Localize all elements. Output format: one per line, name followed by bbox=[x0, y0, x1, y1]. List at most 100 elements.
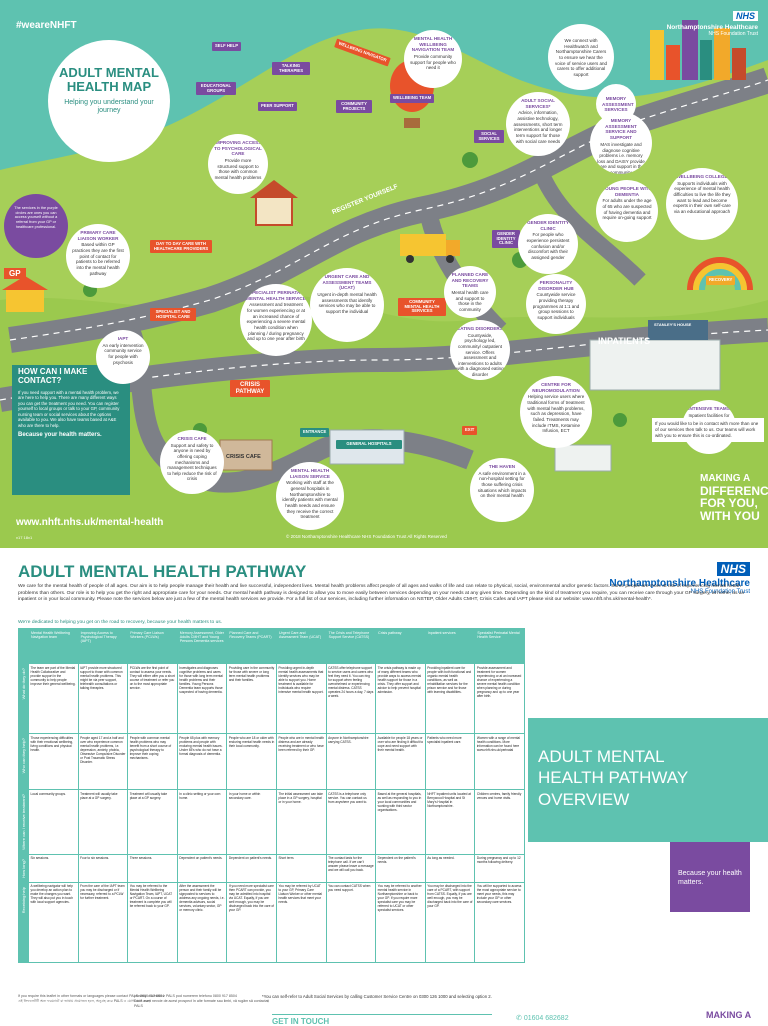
row-header: Where can I receive treatment? bbox=[18, 789, 29, 855]
contact-text: If you need support with a mental health… bbox=[18, 389, 120, 429]
community-projects-sign: COMMUNITY PROJECTS bbox=[336, 100, 372, 114]
column-header: The Crisis and Telephone Support Service… bbox=[325, 628, 377, 664]
making-a-footer: MAKING A bbox=[706, 1010, 752, 1020]
overview-title: ADULT MENTAL HEALTH PATHWAY OVERVIEW bbox=[538, 747, 688, 809]
specialist-care-sign: SPECIALIST AND HOSPITAL CARE bbox=[150, 308, 196, 322]
column-header: Urgent Care and Assessment Team (UCAT) bbox=[275, 628, 327, 664]
table-cell: Providing inpatient care for people with… bbox=[424, 663, 476, 734]
contact-title: HOW CAN I MAKE CONTACT? bbox=[18, 367, 88, 385]
row-header-label: Where can I receive treatment? bbox=[21, 794, 26, 850]
table-cell: CATSS is a telephone only service. You c… bbox=[325, 789, 377, 855]
day-to-day-care-sign: DAY TO DAY CARE WITH HEALTHCARE PROVIDER… bbox=[150, 240, 212, 254]
self-refer-note: *You can self-refer to Adult Social Serv… bbox=[262, 994, 492, 999]
table-cell: During pregnancy and up to 12 months fol… bbox=[474, 853, 525, 883]
table-cell: The contact lasts for the telephone call… bbox=[325, 853, 377, 883]
table-cell: IAPT provide more structured support to … bbox=[77, 663, 129, 734]
table-cell: The initial assessment can take place in… bbox=[275, 789, 327, 855]
column-header: Planned Care and Recovery Teams (PCART) bbox=[226, 628, 277, 664]
language-note: prosimy o kontakt z PALS pod numerem tel… bbox=[134, 994, 237, 998]
footer-languages: If you require this leaflet in other for… bbox=[18, 994, 268, 1004]
phone-text: 01604 682682 bbox=[523, 1015, 569, 1022]
org-subtitle: NHS Foundation Trust bbox=[708, 31, 758, 37]
table-cell: In your home or within secondary care. bbox=[226, 789, 277, 855]
phone-number[interactable]: ✆ 01604 682682 bbox=[516, 1014, 569, 1022]
copyright: © 2018 Northamptonshire Healthcare NHS F… bbox=[286, 534, 447, 539]
table-cell: The team are part of the Mental Health C… bbox=[28, 663, 79, 734]
table-cell: CATSS offer telephone support to service… bbox=[325, 663, 377, 734]
nhs-logo: NHS Northamptonshire Healthcare NHS Foun… bbox=[578, 560, 750, 595]
service-circle: URGENT CARE AND ASSESSMENT TEAMS (UCAT)U… bbox=[310, 268, 384, 342]
table-cell: From the care of the IAPT team you may b… bbox=[77, 881, 129, 963]
table-cell: People 65 plus with memory problems and … bbox=[176, 733, 228, 790]
table-cell: Treatment will usually take place at a G… bbox=[77, 789, 129, 855]
table-cell: You may be referred to the Mental Health… bbox=[127, 881, 178, 963]
educational-groups-sign: EDUCATIONAL GROUPS bbox=[196, 82, 236, 96]
map-title-line2: HEALTH MAP bbox=[66, 79, 152, 95]
gender-identity-clinic-sign: GENDER IDENTITY CLINIC bbox=[492, 230, 520, 248]
table-row: Where can I receive treatment?Local comm… bbox=[18, 789, 525, 855]
table-cell: You may be referred by UCAT to your GP, … bbox=[275, 881, 327, 963]
table-cell: People with common mental health problem… bbox=[127, 733, 178, 790]
pathway-intro: We care for the mental health of people … bbox=[18, 584, 745, 603]
map-title-line1: ADULT MENTAL bbox=[59, 65, 159, 80]
table-cell: Investigates and diagnoses cognitive pro… bbox=[176, 663, 228, 734]
inpatients-label: INPATIENTS bbox=[598, 336, 651, 346]
entrance-sign: ENTRANCE bbox=[300, 428, 330, 437]
pathway-intro-accent: We're dedicated to helping you get on th… bbox=[18, 620, 223, 625]
contact-box: HOW CAN I MAKE CONTACT? If you need supp… bbox=[18, 367, 124, 438]
column-header: Mental Health Wellbeing Navigation team bbox=[28, 628, 79, 664]
table-cell: After the assessment the person and thei… bbox=[176, 881, 228, 963]
table-cell: Patients who need more specialist inpati… bbox=[424, 733, 476, 790]
service-circle: SPECIALIST PERINATAL MENTAL HEALTH SERVI… bbox=[240, 284, 312, 356]
table-cell: A wellbeing navigator will help you deve… bbox=[28, 881, 79, 963]
row-header: How long? bbox=[18, 853, 29, 883]
exit-sign: EXIT bbox=[462, 426, 478, 435]
mental-health-url[interactable]: www.nhft.nhs.uk/mental-health bbox=[16, 517, 164, 528]
general-hospitals-sign: GENERAL HOSPITALS bbox=[336, 440, 402, 449]
nhs-badge: NHS bbox=[732, 11, 758, 21]
overview-badge: Because your health matters. bbox=[670, 842, 750, 912]
table-cell: Local community groups. bbox=[28, 789, 79, 855]
table-cell: NHFT inpatient units located at Berrywoo… bbox=[424, 789, 476, 855]
column-header: Primary Care Liaison Workers (PCLWs) bbox=[127, 628, 178, 664]
table-cell: Based at the general hospitals, as well … bbox=[375, 789, 426, 855]
social-services-sign: SOCIAL SERVICES bbox=[474, 130, 504, 144]
table-cell: People who are 18 or older with enduring… bbox=[226, 733, 277, 790]
table-cell: Available for people 18 years or over wh… bbox=[375, 733, 426, 790]
table-cell: Short term. bbox=[275, 853, 327, 883]
org-subtitle: NHS Foundation Trust bbox=[690, 589, 750, 595]
column-header: Memory Assessment, Older Adults CMHT and… bbox=[176, 628, 228, 664]
table-cell: Treatment will usually take place at a G… bbox=[127, 789, 178, 855]
table-cell: You will be supported to access the most… bbox=[474, 881, 525, 963]
table-cell: You may be discharged into the care of a… bbox=[424, 881, 476, 963]
slogan-line: MAKING A bbox=[700, 473, 751, 484]
column-header: Improving Access to Psychological Therap… bbox=[77, 628, 129, 664]
row-header: Receiving help bbox=[18, 881, 29, 963]
nhs-badge: NHS bbox=[716, 562, 750, 576]
service-circle: ADULT SOCIAL SERVICES*Advice, informatio… bbox=[506, 92, 570, 156]
row-header-label: What do they do? bbox=[21, 668, 26, 700]
wellbeing-team-sign: WELLBEING TEAM bbox=[390, 94, 435, 103]
column-header: Crisis pathway bbox=[375, 628, 426, 664]
crisis-pathway-sign: CRISIS PATHWAY bbox=[230, 380, 270, 398]
table-cell: You may be referred to another mental he… bbox=[375, 881, 426, 963]
version-code: v17 18v1 bbox=[16, 535, 33, 540]
org-name: Northamptonshire Healthcare bbox=[666, 24, 758, 31]
peer-support-sign: PEER SUPPORT bbox=[258, 102, 297, 111]
contact-strong: Because your health matters. bbox=[18, 431, 102, 438]
purple-intro: The services in the purple circles are o… bbox=[4, 194, 68, 258]
table-row: What do they do?The team are part of the… bbox=[18, 663, 525, 734]
service-circle: We connect with Healthwatch and Northamp… bbox=[548, 24, 614, 90]
